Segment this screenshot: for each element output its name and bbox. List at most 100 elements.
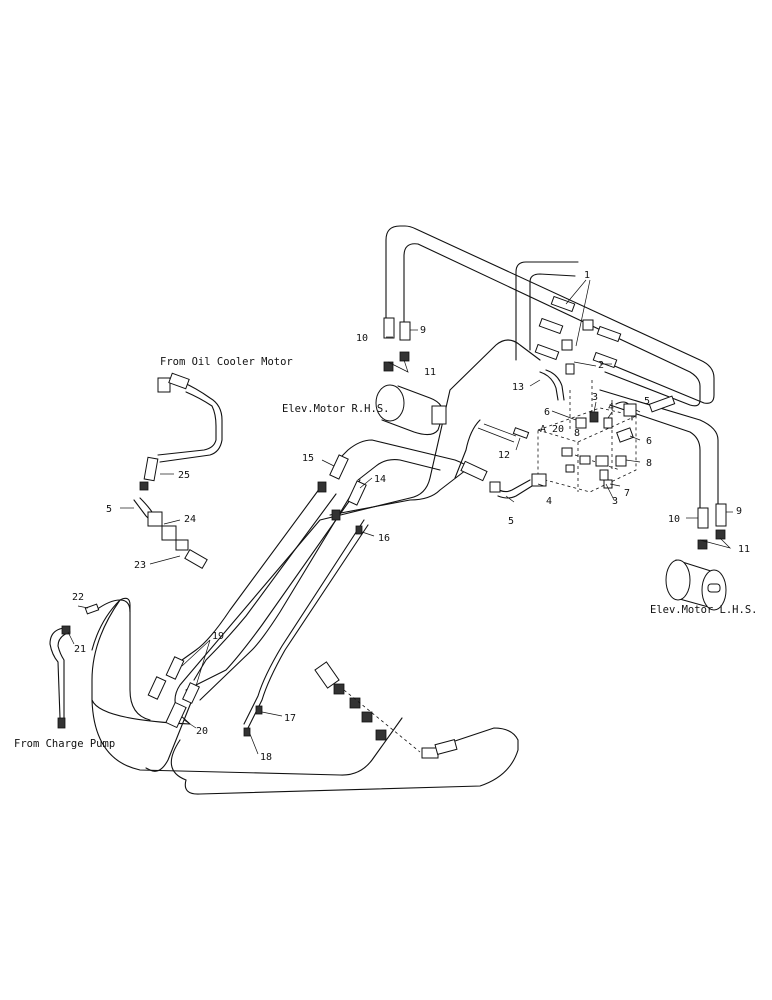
fitting-13 bbox=[539, 371, 559, 401]
hose-17-b bbox=[243, 519, 365, 725]
hose-lowest-loop bbox=[184, 727, 519, 795]
fitting-25 bbox=[143, 456, 159, 482]
hose-charge-pump-b bbox=[57, 631, 71, 719]
fitting-19b bbox=[147, 676, 167, 700]
fitting-19c bbox=[182, 682, 200, 704]
hose-lowest-inner bbox=[170, 739, 187, 781]
fitting-oil-cooler-end bbox=[157, 377, 171, 393]
fitting-6a bbox=[616, 427, 634, 443]
hose-charge-pump bbox=[49, 627, 65, 719]
fitting-5a-nut bbox=[623, 403, 637, 417]
fitting-16 bbox=[355, 525, 363, 535]
hose-19-b bbox=[193, 493, 337, 681]
fitting-12 bbox=[512, 427, 530, 439]
callout-5-right: 5 bbox=[644, 396, 650, 407]
fitting-1a bbox=[550, 295, 576, 313]
hose-lhs-inner bbox=[529, 273, 701, 516]
callout-1: 1 bbox=[584, 270, 590, 281]
fitting-bottom-c bbox=[361, 711, 373, 723]
leader-lines bbox=[67, 279, 733, 755]
fitting-2a bbox=[592, 351, 618, 369]
fitting-24b bbox=[161, 525, 177, 541]
caption-oil-cooler: From Oil Cooler Motor bbox=[160, 356, 293, 368]
callout-17: 17 bbox=[284, 713, 296, 724]
fitting-22 bbox=[84, 603, 100, 615]
hose-19-c bbox=[185, 499, 351, 691]
fittings bbox=[57, 295, 727, 759]
callout-14: 14 bbox=[374, 474, 386, 485]
fitting-bottom-hose bbox=[434, 738, 458, 756]
callout-2: 2 bbox=[598, 360, 604, 371]
callout-3-bottom: 3 bbox=[612, 496, 618, 507]
callout-8-right: 8 bbox=[646, 458, 652, 469]
caption-motor-rhs: Elev.Motor R.H.S. bbox=[282, 403, 389, 415]
fitting-10b bbox=[697, 507, 709, 529]
fitting-24a bbox=[147, 511, 163, 527]
callout-8-left: 8 bbox=[574, 428, 580, 439]
fitting-11d bbox=[715, 529, 726, 540]
block-port-d bbox=[595, 455, 609, 467]
fitting-23b bbox=[184, 548, 208, 570]
fitting-bottom-elbow bbox=[421, 747, 439, 759]
callout-7: 7 bbox=[624, 488, 630, 499]
fitting-21 bbox=[61, 625, 71, 635]
motor-rhs-face bbox=[375, 384, 405, 422]
fitting-11a bbox=[383, 361, 394, 372]
fitting-1e bbox=[561, 339, 573, 351]
motor-lhs-back bbox=[665, 559, 691, 601]
fitting-9a bbox=[399, 321, 411, 341]
fitting-1d bbox=[582, 319, 594, 331]
fitting-9b bbox=[715, 503, 727, 527]
callout-10-lhs: 10 bbox=[668, 514, 680, 525]
fitting-2b bbox=[565, 363, 575, 375]
callout-20-bottom: 20 bbox=[196, 726, 208, 737]
fitting-11b bbox=[399, 351, 410, 362]
callout-4-top: 4 bbox=[608, 402, 614, 413]
callout-numbers: 1 2 3 3 4 4 5 5 5 6 6 7 8 8 9 9 10 10 11… bbox=[72, 270, 750, 763]
block-port-a bbox=[561, 447, 573, 457]
callout-24: 24 bbox=[184, 514, 196, 525]
hose-19-a bbox=[174, 487, 321, 666]
callout-9-rhs: 9 bbox=[420, 325, 426, 336]
fitting-5a-hose bbox=[648, 395, 676, 413]
block-port-c bbox=[565, 464, 575, 473]
callout-5-middle: 5 bbox=[508, 516, 514, 527]
block-port-e bbox=[599, 469, 609, 481]
callout-6-right: 6 bbox=[646, 436, 652, 447]
motor-lhs bbox=[665, 559, 727, 611]
callout-18: 18 bbox=[260, 752, 272, 763]
fitting-25-nut bbox=[139, 481, 149, 491]
hose-22-loop bbox=[95, 599, 131, 613]
fitting-15-nut bbox=[317, 481, 327, 493]
fitting-4b bbox=[531, 473, 547, 487]
hose-return-loop bbox=[91, 339, 541, 725]
fitting-bottom-d bbox=[375, 729, 387, 741]
motor-rhs bbox=[375, 384, 447, 436]
motor-lhs-shaft bbox=[707, 583, 721, 593]
fitting-18 bbox=[243, 727, 251, 737]
hose-top-loop-outer bbox=[385, 225, 715, 404]
hose-oil-cooler bbox=[159, 381, 223, 463]
fitting-23a bbox=[175, 539, 189, 551]
fitting-oil-cooler-hose bbox=[168, 372, 190, 390]
fitting-charge-pump-end bbox=[57, 717, 66, 729]
callout-23: 23 bbox=[134, 560, 146, 571]
callout-11-lhs: 11 bbox=[738, 544, 750, 555]
fitting-bottom-a bbox=[333, 683, 345, 695]
fitting-5b-hose bbox=[460, 460, 488, 482]
fitting-10a bbox=[383, 317, 395, 339]
caption-port-a: A bbox=[540, 424, 546, 435]
hose-17 bbox=[247, 524, 369, 729]
fitting-bottom-b bbox=[349, 697, 361, 709]
hose-big-bottom-loop bbox=[145, 419, 481, 772]
callout-4-bottom: 4 bbox=[546, 496, 552, 507]
hose-top-loop-inner bbox=[403, 243, 701, 407]
block-port-b bbox=[579, 455, 591, 465]
fitting-5c bbox=[133, 499, 153, 523]
caption-motor-lhs: Elev.Motor L.H.S. bbox=[650, 604, 757, 616]
callout-11-rhs: 11 bbox=[424, 367, 436, 378]
callout-3-top: 3 bbox=[592, 392, 598, 403]
motor-rhs-shaft bbox=[431, 405, 447, 425]
fitting-15 bbox=[329, 454, 349, 480]
fitting-1b bbox=[538, 317, 564, 335]
